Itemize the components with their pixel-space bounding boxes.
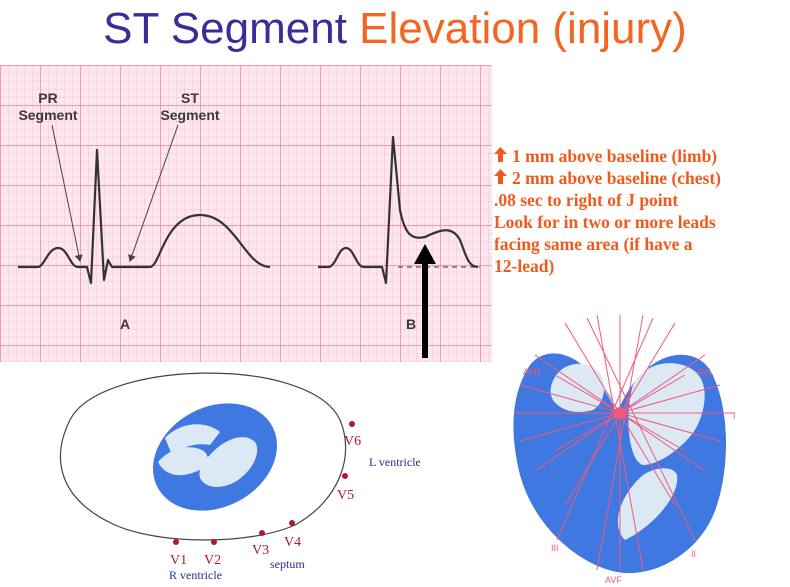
slide-title: ST Segment Elevation (injury) [0, 2, 790, 56]
lead-label-v1: V1 [170, 553, 187, 568]
lead-label-v3: V3 [252, 543, 269, 558]
criteria-item-limb: 1 mm above baseline (limb) [494, 145, 790, 167]
lead-dot-v1 [173, 539, 179, 545]
up-arrow-icon [494, 167, 507, 189]
chest-outline [59, 372, 347, 541]
axis-label-avl: AVL [697, 367, 713, 377]
st-label-line1: ST [181, 90, 199, 106]
up-arrow-icon [494, 145, 507, 167]
criteria-item-j-point: .08 sec to right of J point [494, 190, 679, 210]
lead-dot-v4 [289, 520, 295, 526]
lead-label-v2: V2 [204, 553, 221, 568]
ecg-grid [0, 65, 492, 362]
axis-label-avf: AVF [605, 575, 622, 585]
criteria-item-12-lead: 12-lead) [494, 256, 555, 276]
pr-pointer [51, 124, 83, 262]
septum-label: septum [270, 557, 305, 571]
title-part-elevation: Elevation (injury) [359, 4, 687, 53]
lead-label-v5: V5 [337, 488, 354, 503]
lead-label-v6: V6 [344, 434, 361, 449]
st-elevation-arrow-icon [414, 244, 436, 358]
lead-dot-v5 [342, 473, 348, 479]
st-pointer [128, 124, 179, 262]
chest-cross-section: V1 V2 V3 V4 V5 V6 L ventricle R ventricl… [59, 372, 420, 582]
st-label-line2: Segment [160, 107, 219, 123]
axis-label-avr: AVR [523, 367, 541, 377]
l-ventricle-label: L ventricle [369, 455, 420, 469]
panel-b-label: B [406, 316, 416, 332]
heart-icon [152, 403, 278, 511]
criteria-item-chest: 2 mm above baseline (chest) [494, 167, 790, 189]
criteria-item-leads: Look for in two or more leads [494, 212, 716, 232]
criteria-item-facing: facing same area (if have a [494, 234, 693, 254]
axis-center [614, 407, 626, 419]
ecg-trace-b [318, 135, 479, 285]
ecg-strip: PR Segment ST Segment A B [0, 65, 492, 362]
panel-a-label: A [120, 316, 130, 332]
lead-label-v4: V4 [284, 535, 301, 550]
lead-dot-v6 [349, 421, 355, 427]
r-ventricle-label: R ventricle [169, 568, 222, 582]
ecg-trace-a [18, 148, 271, 285]
lead-dot-v3 [259, 530, 265, 536]
axis-label-one: I [733, 411, 736, 421]
criteria-list: 1 mm above baseline (limb) 2 mm above ba… [494, 145, 790, 277]
pr-label-line1: PR [38, 90, 57, 106]
axis-label-two: II [691, 549, 696, 559]
lead-dot-v2 [211, 539, 217, 545]
hexaxial-diagram: AVR AVL I II III AVF [513, 315, 736, 585]
pr-label-line2: Segment [18, 107, 77, 123]
title-part-st-segment: ST Segment [103, 4, 347, 53]
axis-label-three: III [551, 543, 559, 553]
